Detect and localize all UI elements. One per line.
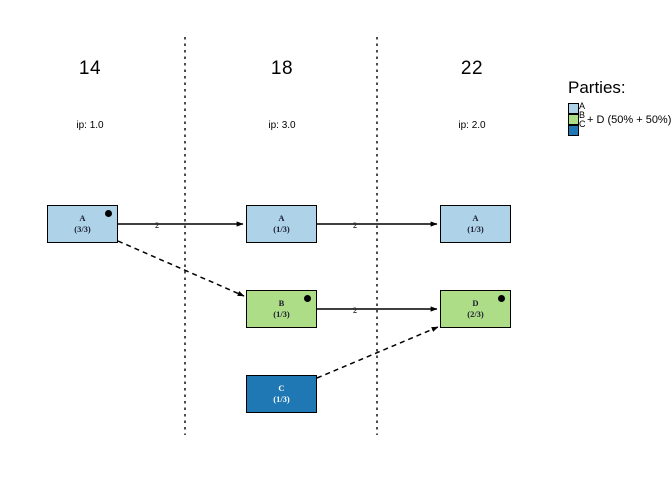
node-a2[interactable]: A (1/3) — [246, 205, 317, 243]
column-ip-3: ip: 2.0 — [458, 120, 486, 131]
node-b1-sublabel: (1/3) — [273, 309, 290, 319]
column-time-2: 18 — [270, 58, 294, 79]
node-c1-label: C — [278, 383, 285, 394]
node-c1[interactable]: C (1/3) — [246, 375, 317, 413]
legend: Parties: A B C + D (50% + 50%) — [568, 78, 671, 137]
node-a2-sublabel: (1/3) — [273, 224, 290, 234]
edge-label-a2-a3: 2 — [353, 221, 357, 230]
column-ip-1: ip: 1.0 — [76, 120, 104, 131]
node-c1-sublabel: (1/3) — [273, 394, 290, 404]
legend-key-c: C — [579, 119, 586, 129]
legend-body: A B C + D (50% + 50%) — [568, 102, 671, 137]
column-time-3: 22 — [460, 58, 484, 79]
node-a1-label: A — [79, 213, 86, 224]
edge-label-b1-d1: 2 — [353, 306, 357, 315]
legend-swatch-c — [568, 125, 579, 136]
legend-swatch-a — [568, 103, 579, 114]
node-a2-label: A — [278, 213, 285, 224]
legend-swatch-list — [568, 103, 579, 136]
column-time-1: 14 — [78, 58, 102, 79]
legend-swatch-b — [568, 114, 579, 125]
node-b1[interactable]: B (1/3) — [246, 290, 317, 328]
node-a1[interactable]: A (3/3) — [47, 205, 118, 243]
node-a3[interactable]: A (1/3) — [440, 205, 511, 243]
legend-title: Parties: — [568, 78, 626, 97]
arrow-a1-b1-dashed — [117, 240, 245, 297]
node-a3-label: A — [472, 213, 479, 224]
node-b1-label: B — [278, 298, 285, 309]
legend-key-list: A B C — [579, 102, 589, 129]
node-a1-sublabel: (3/3) — [74, 224, 91, 234]
column-ip-2: ip: 3.0 — [268, 120, 296, 131]
edge-label-a1-a2: 2 — [155, 221, 159, 230]
legend-key-a: A — [579, 101, 586, 111]
node-a3-sublabel: (1/3) — [467, 224, 484, 234]
node-d1-marker-dot-icon — [498, 295, 505, 302]
legend-combined-label: + D (50% + 50%) — [587, 114, 672, 126]
node-a1-marker-dot-icon — [105, 210, 112, 217]
node-d1-label: D — [472, 298, 479, 309]
node-d1[interactable]: D (2/3) — [440, 290, 511, 328]
arrow-c1-d1-dashed — [316, 326, 439, 379]
legend-key-b: B — [579, 110, 586, 120]
node-b1-marker-dot-icon — [304, 295, 311, 302]
node-d1-sublabel: (2/3) — [467, 309, 484, 319]
